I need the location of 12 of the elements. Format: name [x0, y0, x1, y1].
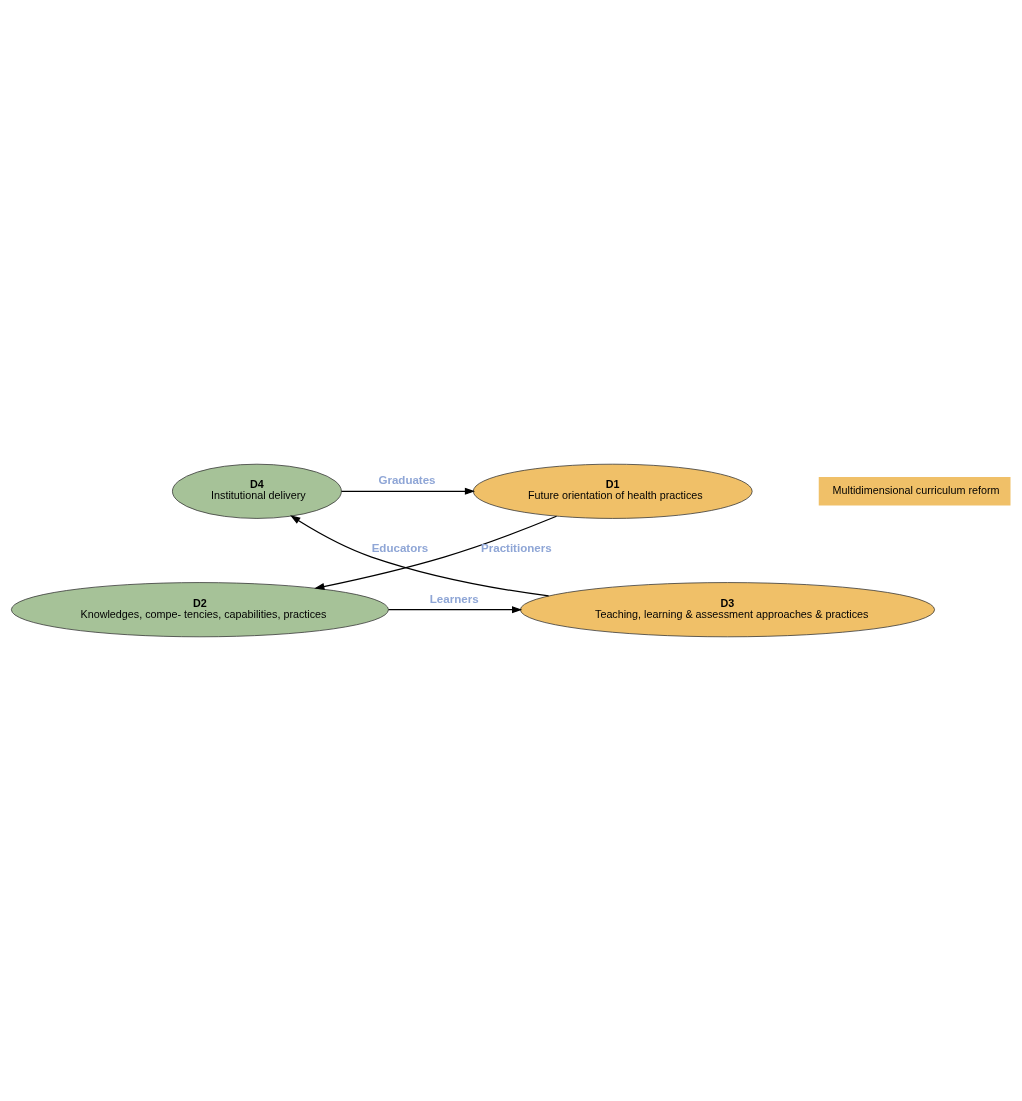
node-ellipse: D3 Teaching, learning & assessment approaches & practices — [520, 582, 935, 638]
edge-label: Educators — [371, 542, 429, 555]
arrow — [290, 515, 550, 597]
arrow — [340, 487, 476, 495]
edge-label: Graduates — [378, 474, 436, 487]
arrow — [314, 515, 558, 590]
arrow — [387, 606, 523, 614]
node-box: Multidimensional curriculum reform — [818, 477, 1011, 506]
node-ellipse: D1 Future orientation of health practices — [472, 463, 753, 519]
node-ellipse: D4 Institutional delivery — [172, 463, 342, 519]
edge-label: Learners — [429, 592, 479, 605]
edge-label: Practitioners — [481, 542, 552, 555]
